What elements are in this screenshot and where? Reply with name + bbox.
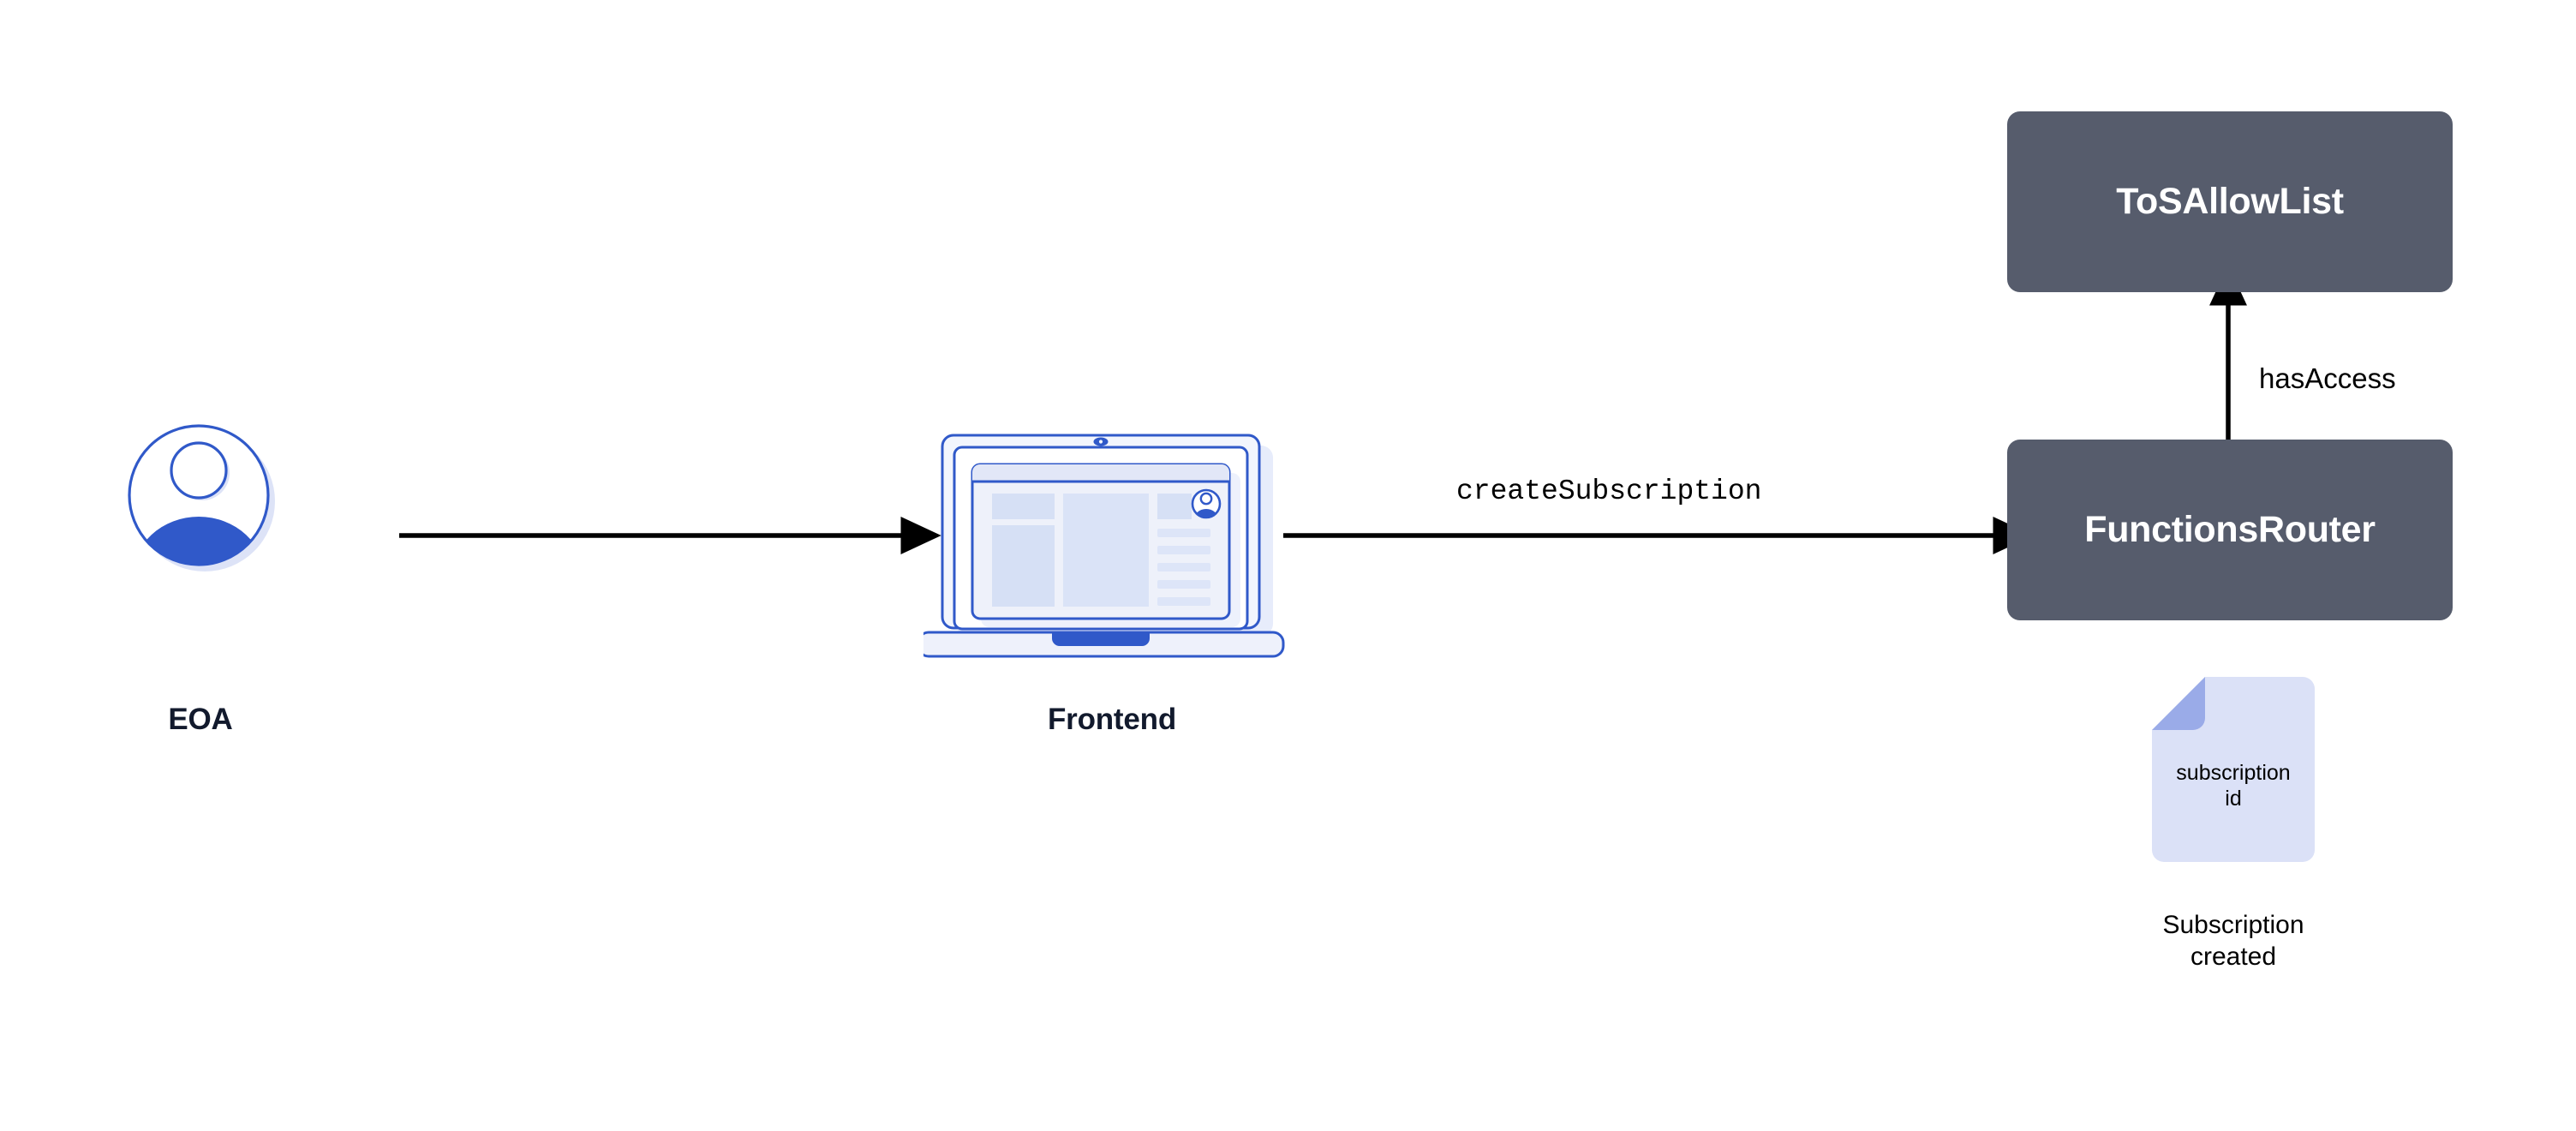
user-avatar-icon (128, 424, 275, 571)
service-box-functions-router-label: FunctionsRouter (2084, 509, 2376, 550)
artifact-caption: Subscription created (2162, 911, 2304, 971)
edge-label-has-access: hasAccess (2259, 362, 2396, 394)
service-box-functions-router[interactable]: FunctionsRouter (2007, 440, 2453, 620)
service-box-tos-allow-list-label: ToSAllowList (2116, 181, 2344, 222)
document-page-icon (2152, 677, 2315, 862)
edge-label-create-subscription: createSubscription (1456, 476, 1762, 507)
eoa-label: EOA (168, 703, 233, 736)
document-page-inner-text: subscription id (2176, 761, 2291, 811)
laptop-icon (923, 434, 1285, 658)
service-box-tos-allow-list[interactable]: ToSAllowList (2007, 111, 2453, 292)
frontend-label: Frontend (1047, 703, 1177, 736)
